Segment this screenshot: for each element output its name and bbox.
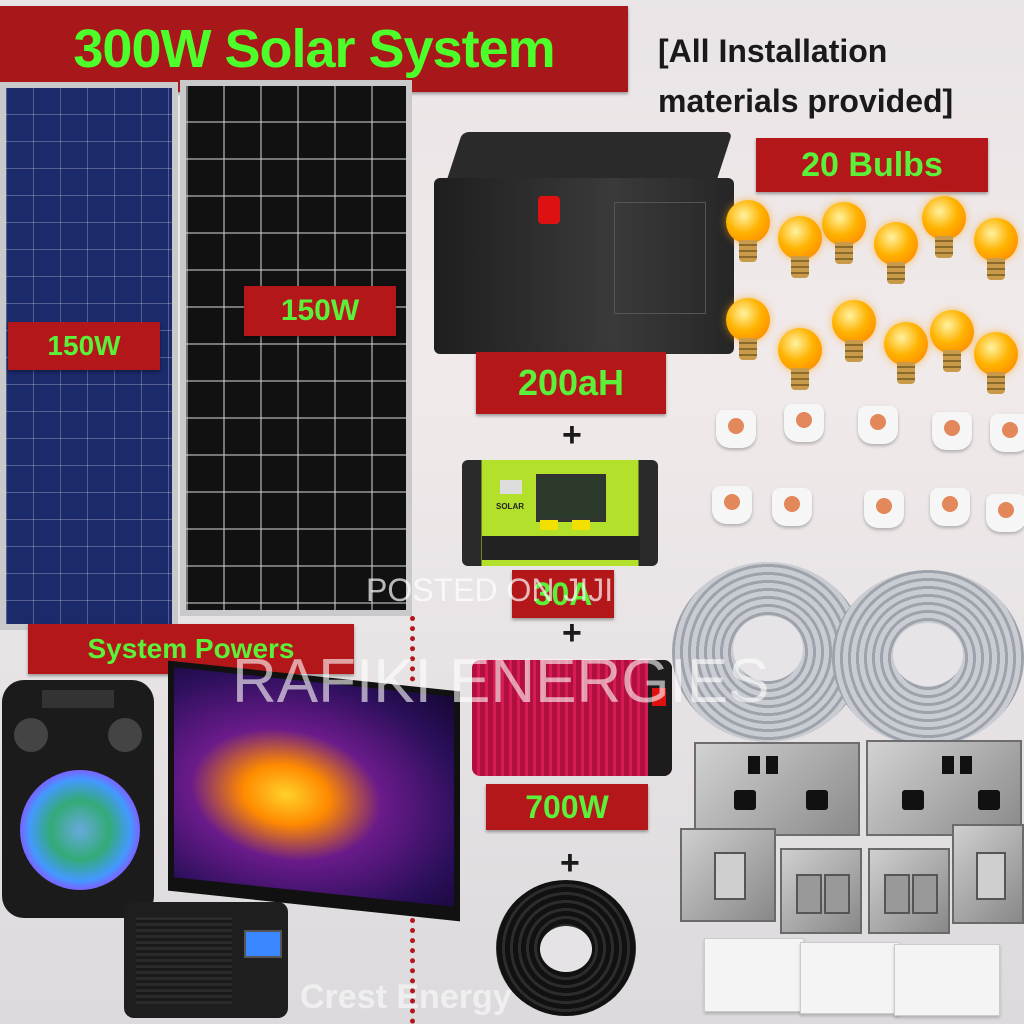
plus-sign-3: + — [560, 844, 580, 882]
radio-icon — [124, 902, 288, 1018]
bulb-icon — [930, 310, 974, 372]
bulb-holder-icon — [858, 406, 898, 444]
controller-brand-text: SOLAR — [496, 502, 524, 511]
bulb-holder-icon — [784, 404, 824, 442]
installation-note-line2: materials provided] — [658, 83, 954, 119]
bulb-icon — [778, 328, 822, 390]
bulb-holder-icon — [712, 486, 752, 524]
system-powers-text: System Powers — [87, 633, 295, 664]
watermark-background-brand: Crest Energy — [300, 978, 512, 1016]
black-cable-coil-icon — [496, 880, 636, 1016]
bulb-holder-icon — [932, 412, 972, 450]
plus-sign-2: + — [562, 614, 582, 652]
bulb-holder-icon — [930, 488, 970, 526]
plus-sign-1: + — [562, 416, 582, 454]
watermark-seller: RAFIKI ENERGIES — [232, 647, 770, 716]
bulb-icon — [832, 300, 876, 362]
panel-left-label: 150W — [8, 322, 160, 370]
controller-label: 30A — [512, 570, 614, 618]
wall-socket-icon — [866, 740, 1022, 836]
bulb-icon — [922, 196, 966, 258]
bulb-icon — [822, 202, 866, 264]
battery-label: 200aH — [476, 352, 666, 414]
inverter-icon — [472, 660, 672, 776]
bulb-holder-icon — [772, 488, 812, 526]
bulb-icon — [778, 216, 822, 278]
light-switch-icon — [868, 848, 950, 934]
installation-note-line1: [All Installation — [658, 33, 888, 69]
bulb-holder-icon — [990, 414, 1024, 452]
grey-cable-coil-icon — [832, 570, 1024, 746]
solar-panel-right-icon — [180, 80, 412, 616]
bulb-holder-icon — [986, 494, 1024, 532]
watermark-posted-on: POSTED ON JIJI — [366, 572, 614, 608]
battery-icon — [424, 132, 740, 354]
installation-note: [All Installation materials provided] — [658, 26, 953, 126]
bulbs-label: 20 Bulbs — [756, 138, 988, 192]
bulb-holder-icon — [716, 410, 756, 448]
inverter-label: 700W — [486, 784, 648, 830]
socket-backbox-icon — [894, 944, 1000, 1016]
light-switch-icon — [680, 828, 776, 922]
inverter-label-text: 700W — [525, 788, 609, 825]
panel-right-label-text: 150W — [280, 294, 360, 327]
bulb-icon — [974, 218, 1018, 280]
battery-label-text: 200aH — [517, 362, 625, 403]
title-banner: 300W Solar System — [0, 6, 628, 92]
charge-controller-icon: SOLAR — [462, 460, 658, 566]
bulb-holder-icon — [864, 490, 904, 528]
socket-backbox-icon — [704, 938, 804, 1012]
controller-label-text: 30A — [533, 575, 593, 612]
light-switch-icon — [780, 848, 862, 934]
wall-socket-icon — [694, 742, 860, 836]
light-switch-icon — [952, 824, 1024, 924]
bulb-icon — [884, 322, 928, 384]
bulb-icon — [726, 298, 770, 360]
speaker-icon — [2, 680, 154, 918]
panel-left-label-text: 150W — [47, 330, 121, 361]
panel-right-label: 150W — [244, 286, 396, 336]
bulb-icon — [874, 222, 918, 284]
bulbs-label-text: 20 Bulbs — [801, 145, 943, 184]
bulb-icon — [726, 200, 770, 262]
bulb-icon — [974, 332, 1018, 394]
page-title: 300W Solar System — [73, 19, 555, 79]
socket-backbox-icon — [800, 942, 900, 1014]
